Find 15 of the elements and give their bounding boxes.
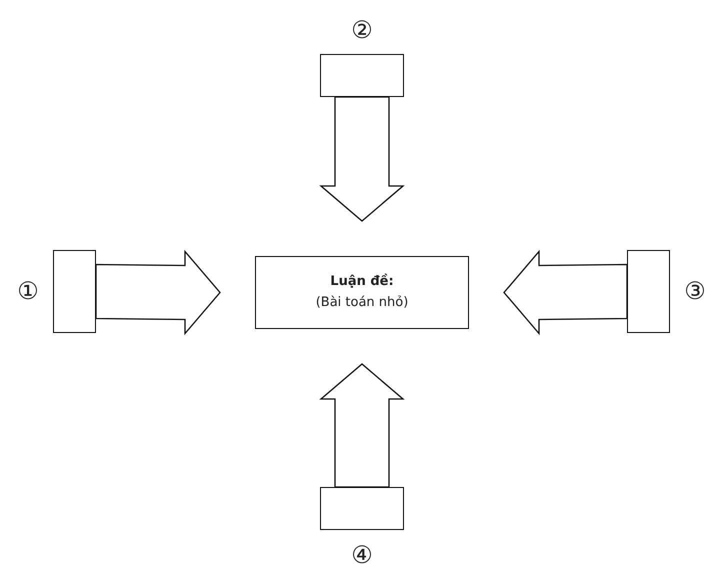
- block-arrow: [95, 250, 221, 336]
- block-arrow: [503, 250, 628, 336]
- block-arrow: [319, 363, 405, 488]
- callout-number: ①: [17, 279, 39, 303]
- heading-text: Luận đề:: [330, 272, 394, 291]
- empty-box: [627, 250, 670, 333]
- callout-number: ②: [351, 18, 373, 42]
- empty-box: [320, 54, 404, 97]
- empty-box: [53, 250, 96, 333]
- process-box: [255, 256, 469, 329]
- empty-box: [320, 487, 404, 530]
- callout-number: ③: [684, 279, 706, 303]
- body-text: (Bài toán nhỏ): [316, 294, 408, 312]
- callout-number: ④: [351, 543, 373, 567]
- block-arrow: [319, 96, 405, 222]
